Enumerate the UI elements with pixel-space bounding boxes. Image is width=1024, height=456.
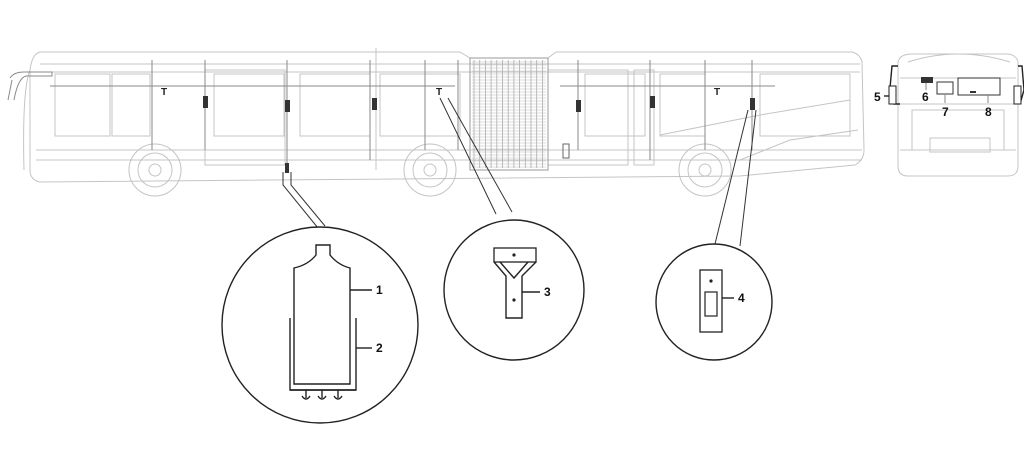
- detail-circle-door-switch: 4: [655, 243, 773, 361]
- bus-wheels: [128, 143, 732, 197]
- callout-2: 2: [376, 341, 383, 355]
- callout-1: 1: [376, 283, 383, 297]
- svg-text:T: T: [714, 87, 720, 98]
- callout-7: 7: [942, 105, 949, 119]
- detail-circle-handrail-light: 1 2: [221, 226, 419, 424]
- rear-callouts: 5 6 7 8: [874, 90, 992, 119]
- callout-6: 6: [922, 90, 929, 104]
- rear-device-7: [936, 81, 954, 95]
- door-lamp-markers: [203, 96, 755, 173]
- detail-circle-stop-button: 3: [443, 219, 585, 361]
- bus-doors: [204, 69, 655, 166]
- bus-rear-view: [888, 53, 1024, 177]
- svg-text:T: T: [161, 87, 167, 98]
- svg-text:T: T: [436, 87, 442, 98]
- articulation-bellows: [469, 57, 549, 171]
- callout-4: 4: [738, 291, 745, 305]
- rear-device-6: [921, 77, 933, 83]
- rear-device-8: [957, 77, 1001, 96]
- detail-leader-lines: [282, 97, 757, 249]
- callout-3: 3: [544, 285, 551, 299]
- callout-8: 8: [985, 105, 992, 119]
- callout-5: 5: [874, 90, 881, 104]
- bus-side-view: T T T: [7, 48, 865, 197]
- stop-button-markers: T T T: [161, 87, 720, 98]
- handrail-cable-routing: [50, 60, 775, 172]
